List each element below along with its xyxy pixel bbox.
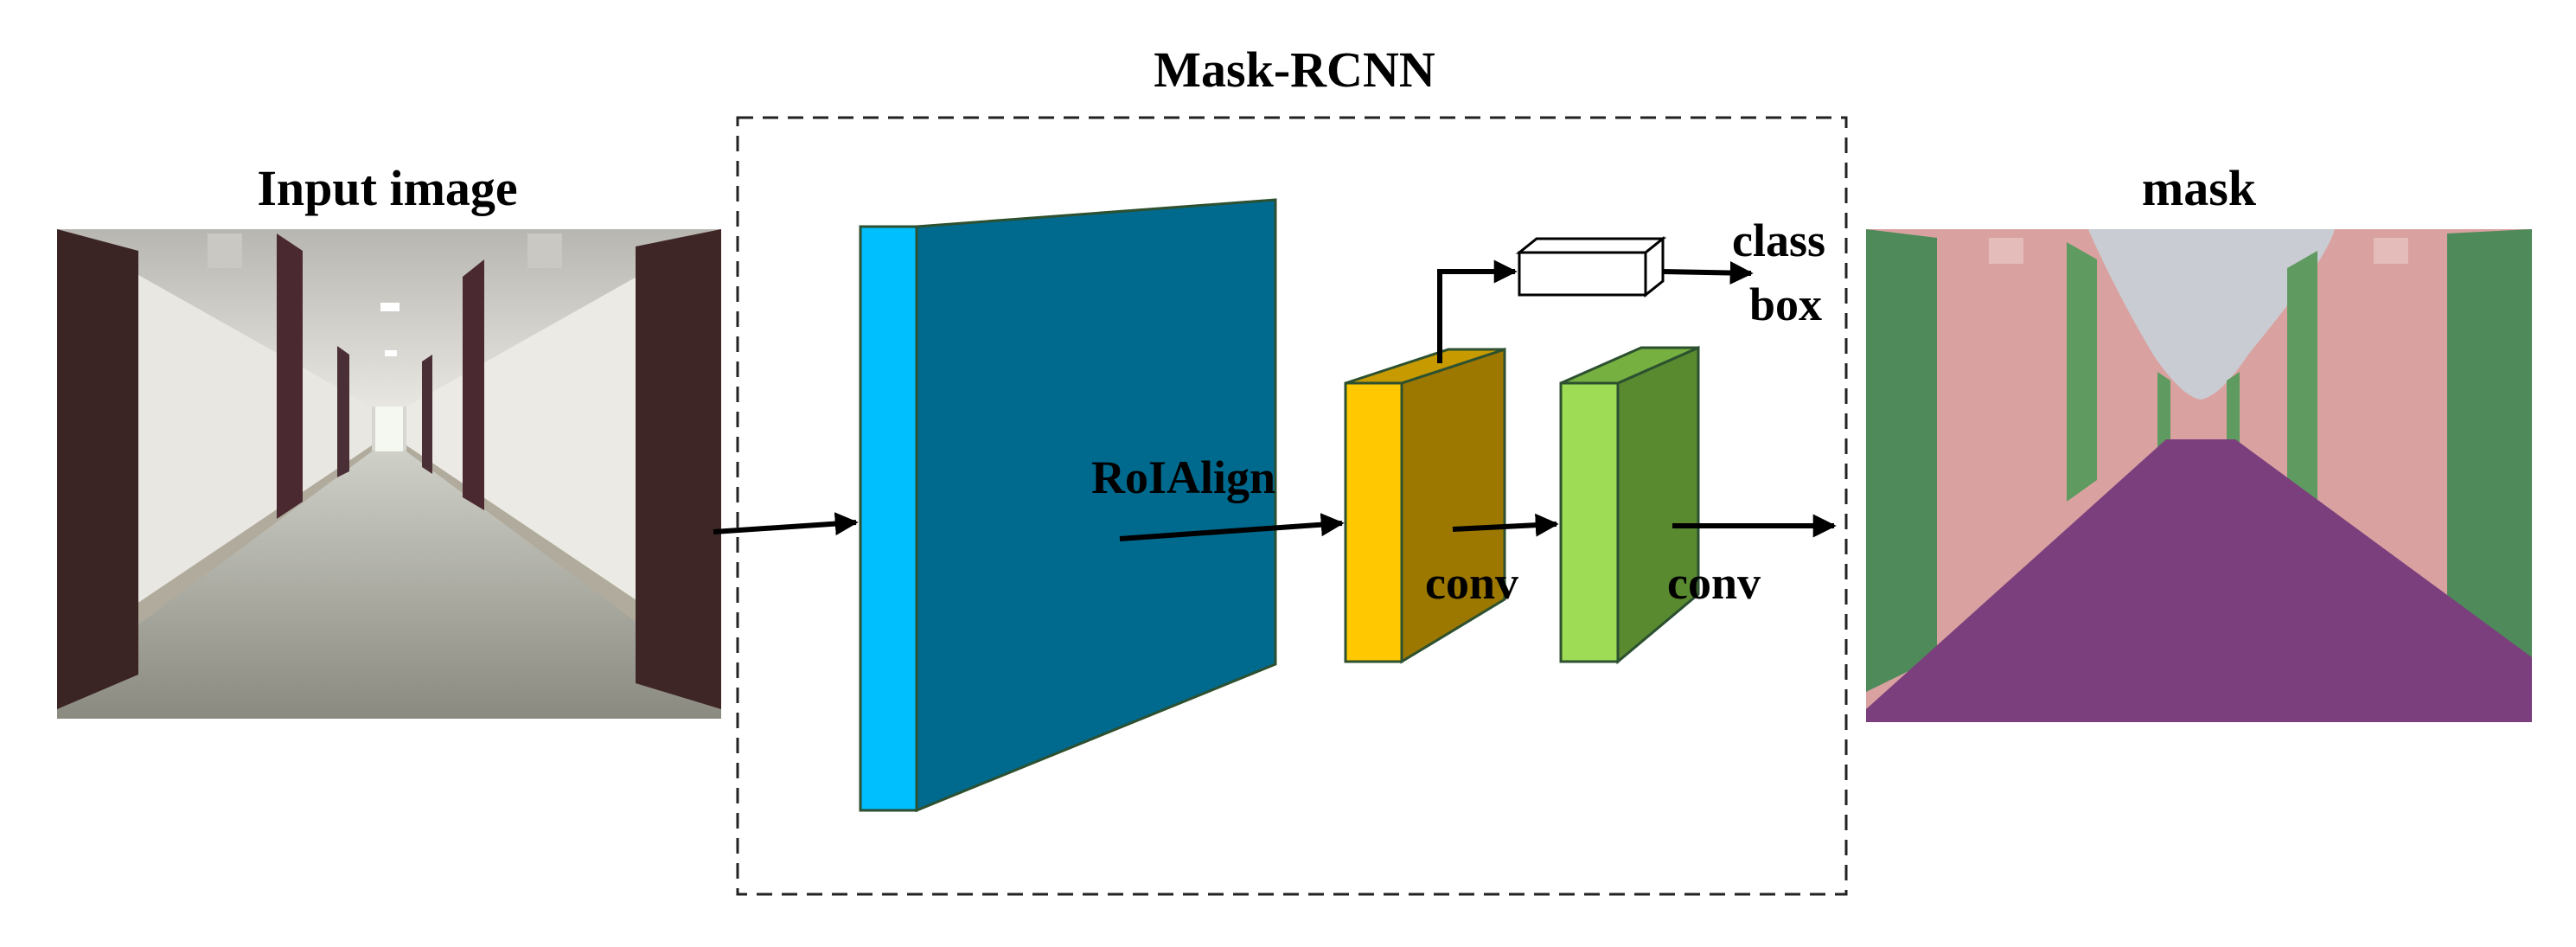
output-mask	[1866, 229, 2532, 722]
conv-label-2: conv	[1667, 557, 1761, 609]
segmentation-mask-icon	[1866, 229, 2532, 722]
mask-rcnn-boundary	[736, 116, 1848, 896]
arrows	[713, 259, 1837, 541]
output-mask-label: mask	[2142, 160, 2257, 216]
backbone-front-face	[859, 225, 918, 812]
diagram-title: Mask-RCNN	[1154, 42, 1435, 98]
input-image	[57, 229, 721, 719]
conv-block-1	[1344, 347, 1506, 664]
conv-block-1-front-face	[1344, 381, 1403, 663]
conv-block-2	[1559, 345, 1700, 665]
head-label-class: class	[1732, 214, 1825, 266]
arrow-head-to-output	[1662, 261, 1754, 285]
arrow-conv1-to-conv2	[1452, 513, 1559, 537]
arrow-input-to-backbone	[713, 512, 859, 536]
backbone-block	[859, 198, 1277, 813]
input-image-label: Input image	[257, 160, 517, 216]
conv-block-1-side-face	[1400, 347, 1506, 664]
backbone-side-face	[915, 198, 1277, 813]
conv-block-2-front-face	[1559, 381, 1620, 663]
head-label-box: box	[1749, 278, 1822, 330]
head-box	[1515, 235, 1667, 298]
arrow-to-head	[1437, 259, 1518, 363]
conv-block-2-side-face	[1616, 345, 1700, 665]
conv-label-1: conv	[1425, 557, 1518, 609]
corridor-photo-icon	[57, 229, 721, 719]
arrow-roialign	[1119, 513, 1345, 541]
roialign-label: RoIAlign	[1091, 451, 1275, 503]
